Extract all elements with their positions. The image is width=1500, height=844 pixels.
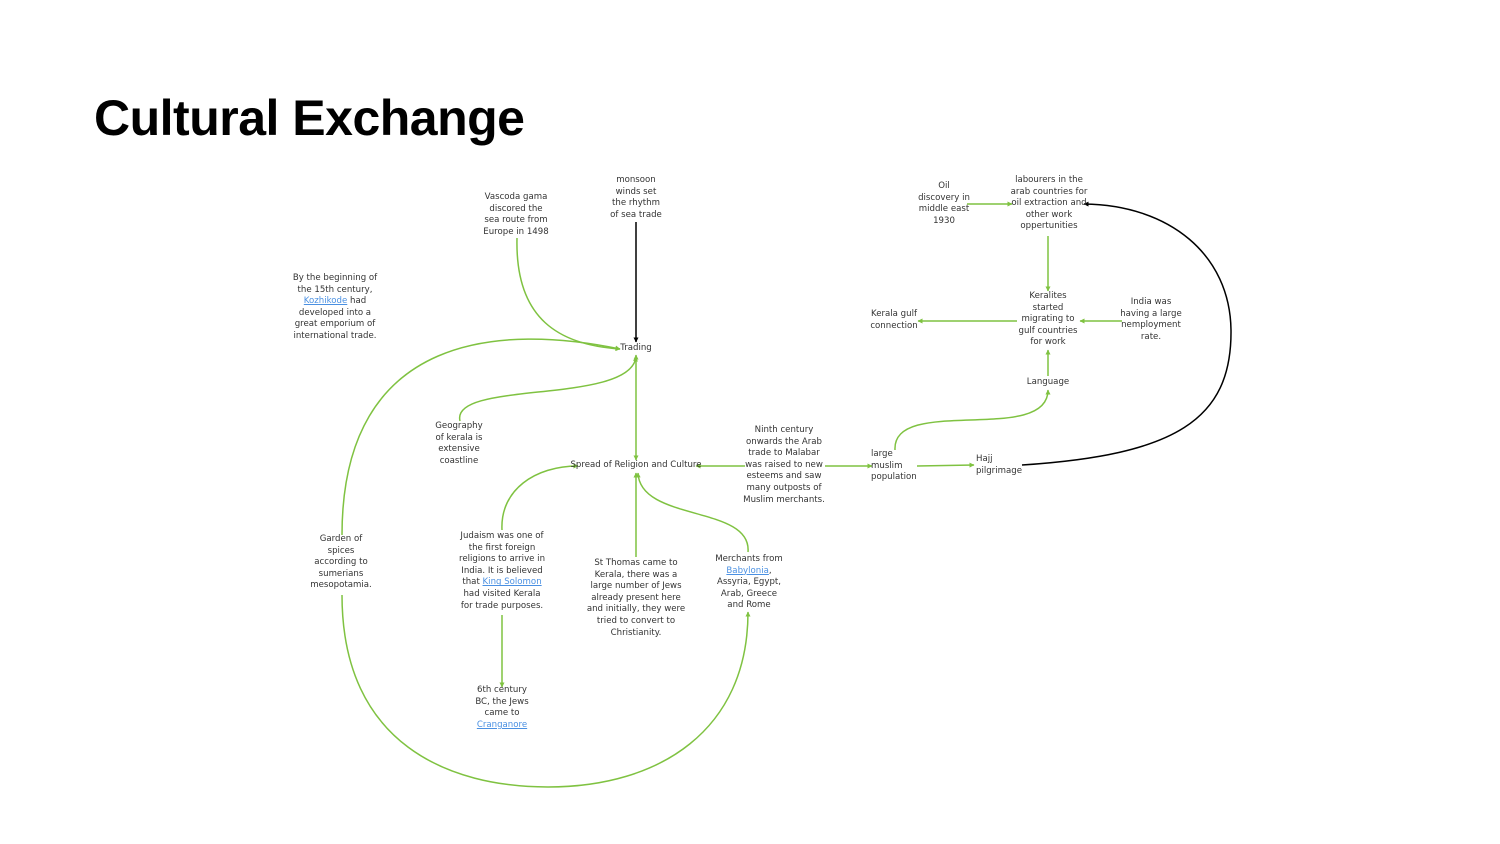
node-hajj-pilgrimage: Hajj pilgrimage — [976, 454, 1022, 476]
node-oil-discovery: Oil discovery in middle east 1930 — [918, 181, 970, 226]
node-st-thomas: St Thomas came to Kerala, there was a la… — [586, 558, 686, 638]
cranganore-link[interactable]: Cranganore — [476, 719, 528, 730]
node-vascoda: Vascoda gama discored the sea route from… — [483, 192, 549, 237]
node-large-muslim-population: large muslim population — [871, 449, 917, 483]
edge-muslim-to-hajj — [916, 462, 975, 468]
node-india-unemployment: India was having a large nemployment rat… — [1120, 297, 1182, 342]
node-ninth-century: Ninth century onwards the Arab trade to … — [743, 425, 825, 505]
kozhikode-link[interactable]: Kozhikode — [303, 296, 348, 307]
edge-geography-to-trading — [459, 356, 638, 422]
node-geography: Geography of kerala is extensive coastli… — [435, 421, 483, 466]
edge-muslim-to-language — [894, 389, 1051, 451]
edge-garden-to-merchants — [341, 594, 751, 788]
node-kozhikode: By the beginning of the 15th century, Ko… — [292, 273, 378, 341]
babylonia-link[interactable]: Babylonia — [726, 565, 769, 576]
edge-hajj-to-labourers — [1021, 201, 1232, 466]
node-monsoon: monsoon winds set the rhythm of sea trad… — [610, 175, 662, 220]
node-keralites: Keralites started migrating to gulf coun… — [1018, 291, 1078, 348]
node-sixth-century: 6th century BC, the Jews came to Crangan… — [475, 685, 529, 730]
node-spread-of-religion: Spread of Religion and Culture — [570, 460, 702, 470]
edge-vascoda-to-trading — [516, 237, 621, 352]
king-solomon-link[interactable]: King Solomon — [482, 577, 542, 588]
edge-merchants-to-spread — [635, 472, 749, 553]
node-garden-of-spices: Garden of spices according to sumerians … — [310, 534, 372, 591]
node-merchants: Merchants from Babylonia, Assyria, Egypt… — [715, 554, 783, 611]
node-judaism: Judaism was one of the first foreign rel… — [458, 531, 546, 611]
node-trading: Trading — [620, 343, 652, 353]
node-kerala-gulf-connection: Kerala gulf connection — [870, 309, 918, 331]
page-title: Cultural Exchange — [94, 90, 525, 146]
node-labourers: labourers in the arab countries for oil … — [1010, 175, 1088, 232]
node-language: Language — [1026, 377, 1070, 387]
edge-judaism-to-spread — [501, 463, 579, 531]
edge-garden-to-trading — [341, 338, 621, 536]
